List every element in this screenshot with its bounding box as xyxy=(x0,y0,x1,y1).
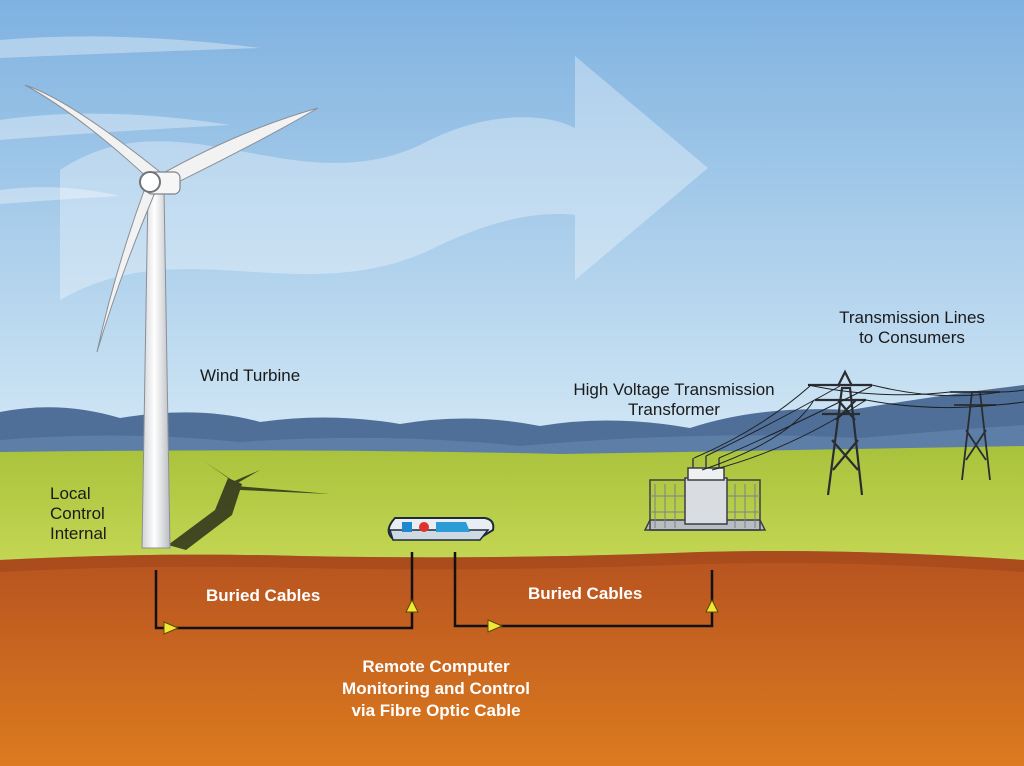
buried-cable-right xyxy=(453,552,714,628)
turbine-blade-down xyxy=(96,187,157,353)
label-buried-cables-left: Buried Cables xyxy=(206,586,321,605)
transformer-substation xyxy=(643,456,767,531)
label-transformer-line-1: High Voltage Transmission xyxy=(573,380,775,399)
label-local-control-line-3: Internal xyxy=(50,524,107,543)
turbine-blade-left xyxy=(24,84,161,181)
label-wind-turbine: Wind Turbine xyxy=(200,366,301,385)
soil-ridge xyxy=(0,551,1024,572)
cable-arrow-right-2 xyxy=(487,619,504,633)
grass-field xyxy=(0,446,1024,560)
turbine-blade-right xyxy=(157,107,319,191)
label-transmission-lines-line-2: to Consumers xyxy=(859,328,965,347)
label-local-control-line-1: Local xyxy=(50,484,91,503)
label-remote-monitoring: Remote Computer Monitoring and Control v… xyxy=(300,656,572,722)
cable-arrow-up-2 xyxy=(705,598,719,613)
label-local-control: Local Control Internal xyxy=(50,484,107,544)
transmission-tower-far xyxy=(950,391,1000,481)
cable-arrow-right-1 xyxy=(163,621,180,635)
soil xyxy=(0,551,1024,766)
remote-control-unit xyxy=(387,517,495,541)
turbine-hub xyxy=(139,171,161,193)
unit-panel-blue xyxy=(402,522,412,532)
transmission-tower-near xyxy=(808,369,872,496)
label-transmission-lines-line-1: Transmission Lines xyxy=(839,308,985,327)
wind-arrow xyxy=(60,56,708,300)
label-transformer-line-2: Transformer xyxy=(628,400,720,419)
label-transformer: High Voltage Transmission Transformer xyxy=(558,380,790,420)
sky xyxy=(0,0,1024,470)
power-lines xyxy=(693,384,1024,471)
wind-turbine xyxy=(24,84,319,549)
label-remote-monitoring-line-2: Monitoring and Control xyxy=(342,679,530,698)
cable-arrow-up-1 xyxy=(405,598,419,613)
cable-direction-arrows xyxy=(163,598,719,635)
unit-button-red xyxy=(419,522,429,532)
label-buried-cables-right: Buried Cables xyxy=(528,584,643,603)
label-local-control-line-2: Control xyxy=(50,504,105,523)
label-transmission-lines: Transmission Lines to Consumers xyxy=(822,308,1002,348)
turbine-shadow xyxy=(168,462,330,550)
unit-display xyxy=(436,522,470,532)
label-remote-monitoring-line-3: via Fibre Optic Cable xyxy=(351,701,521,720)
wind-streaks xyxy=(0,36,260,204)
buried-cable-left xyxy=(154,552,414,630)
label-remote-monitoring-line-1: Remote Computer xyxy=(362,657,510,676)
